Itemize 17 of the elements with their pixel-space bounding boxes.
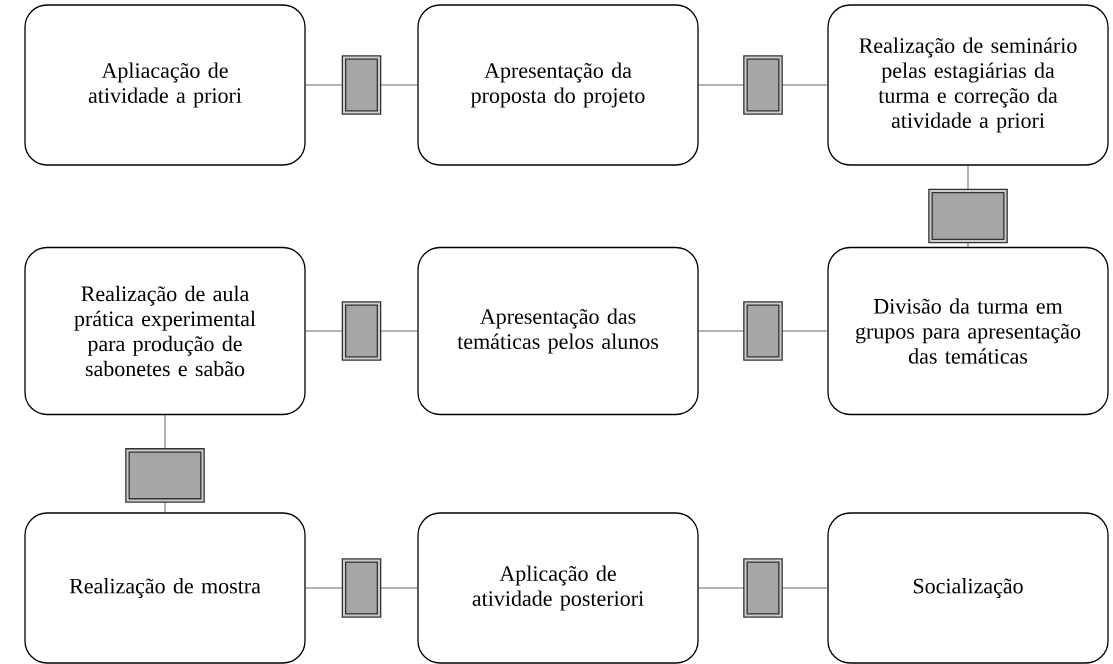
connector bbox=[305, 55, 418, 115]
process-box: Aplicação de atividade posteriori bbox=[417, 512, 699, 664]
process-box: Realização de seminário pelas estagiárias da turma e correção da atividade a priori bbox=[827, 4, 1109, 166]
process-box: Realização de aula prática experimental para produção de sabonetes e sabão bbox=[24, 246, 306, 416]
process-box: Socialização bbox=[827, 512, 1109, 664]
connector bbox=[698, 55, 828, 115]
connector bbox=[305, 558, 418, 618]
connector bbox=[698, 558, 828, 618]
connector bbox=[928, 165, 1008, 248]
connector bbox=[125, 414, 205, 513]
process-box: Divisão da turma em grupos para apresentação das temáticas bbox=[827, 246, 1109, 416]
process-box: Apresentação da proposta do projeto bbox=[417, 4, 699, 166]
connector bbox=[305, 301, 418, 361]
process-box: Realização de mostra bbox=[24, 512, 306, 664]
process-box: Apresentação das temáticas pelos alunos bbox=[417, 246, 699, 416]
connector bbox=[698, 301, 828, 361]
process-box: Apliacação de atividade a priori bbox=[24, 4, 306, 166]
